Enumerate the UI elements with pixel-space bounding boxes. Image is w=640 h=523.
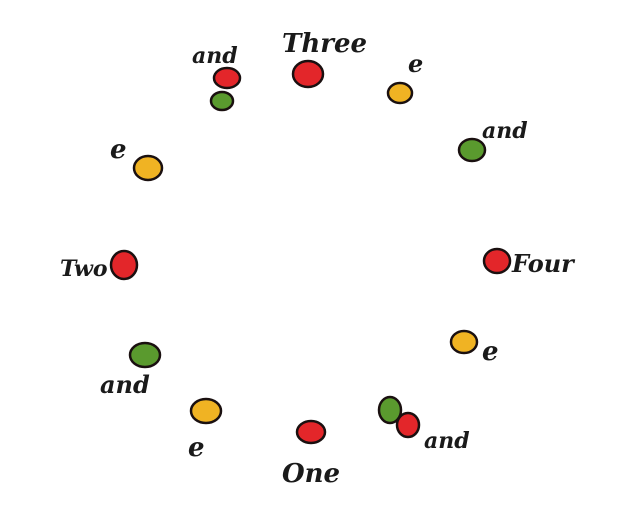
- beat-four-red-dot: [482, 247, 512, 275]
- beat-four-e-label: e: [482, 337, 499, 367]
- beat-four-e-yellow-dot: [449, 329, 479, 355]
- beat-two-and-label: and: [192, 43, 238, 69]
- beat-two-e-yellow-dot: [132, 154, 164, 182]
- beat-four-and-label: and: [424, 428, 470, 454]
- beat-three-label: Three: [282, 29, 367, 59]
- beat-three-red-dot: [291, 59, 325, 89]
- beat-one-e-label: e: [188, 433, 205, 463]
- beat-three-and-label: and: [482, 118, 528, 144]
- beat-four-label: Four: [511, 249, 576, 278]
- beat-one-e-yellow-dot: [189, 397, 223, 425]
- beat-one-and-label: and: [100, 370, 150, 399]
- beat-one-and-green-dot: [128, 341, 162, 369]
- beat-three-e-label: e: [408, 49, 423, 78]
- beat-three-and-green-dot: [457, 137, 487, 163]
- beat-two-e-label: e: [110, 135, 127, 165]
- beat-four-and-red-dot: [395, 411, 421, 439]
- beat-four-and-green-dot: [377, 395, 403, 425]
- beat-three-e-yellow-dot: [386, 81, 414, 105]
- beat-one-label: One: [282, 459, 340, 489]
- beat-two-label: Two: [60, 256, 108, 282]
- beat-two-and-red-dot: [212, 66, 242, 90]
- beat-two-red-dot: [109, 249, 139, 281]
- beat-one-red-dot: [295, 419, 327, 445]
- beat-two-and-green-dot: [209, 90, 235, 112]
